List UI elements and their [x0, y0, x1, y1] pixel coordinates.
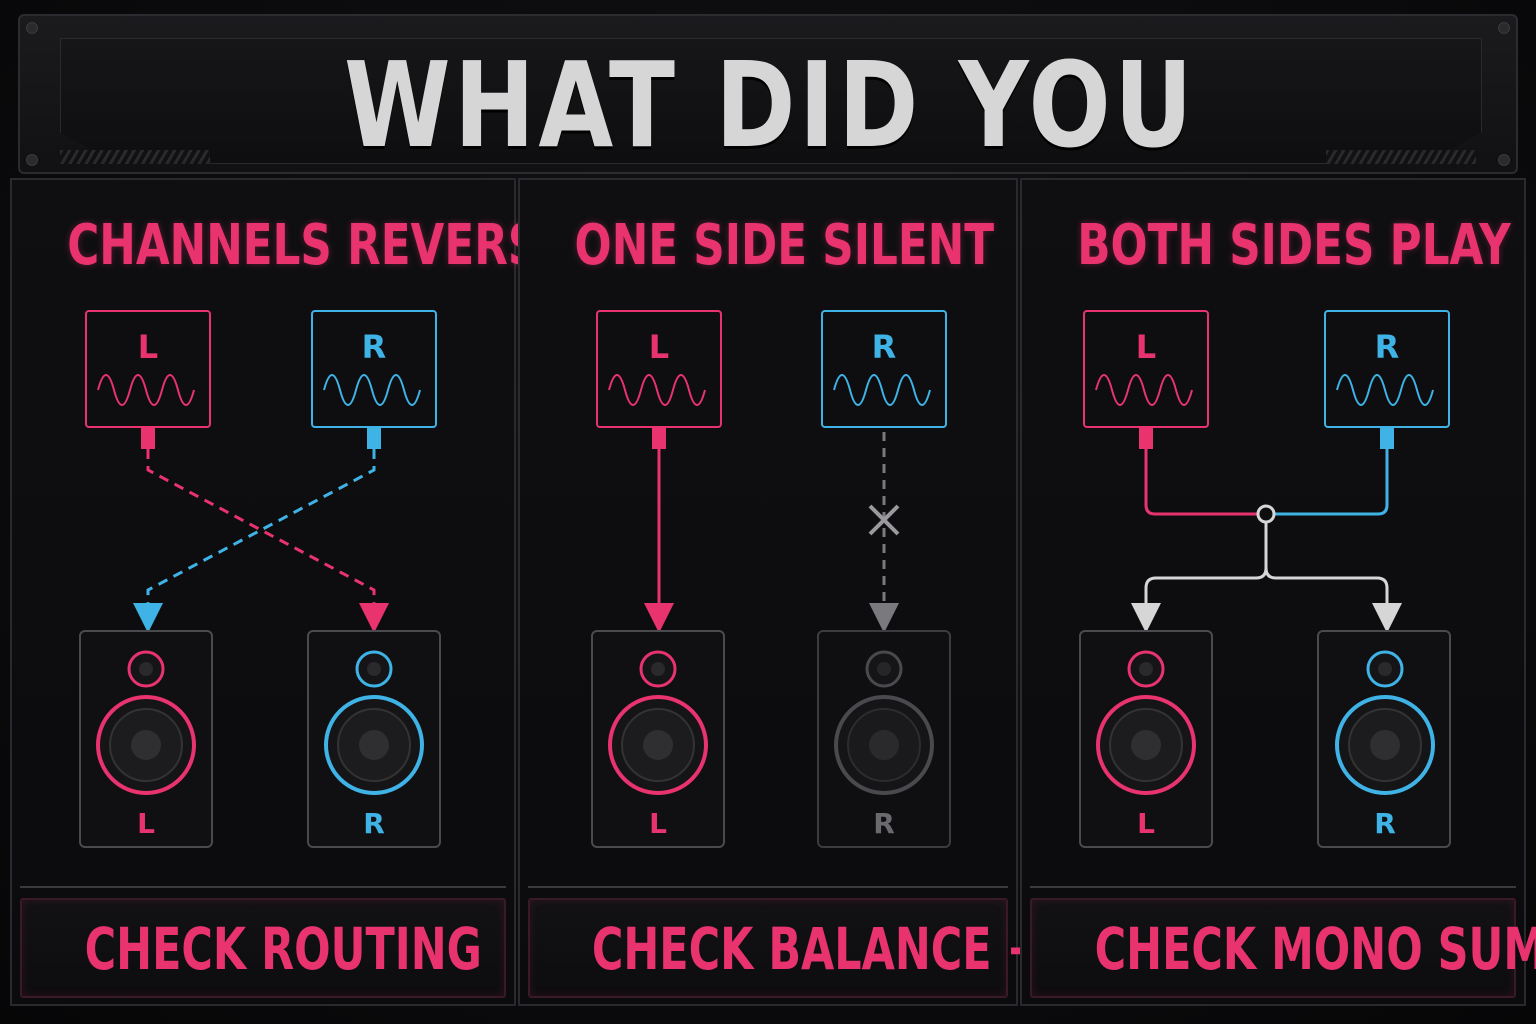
speaker-left-label: L — [1137, 807, 1155, 840]
screw-icon — [26, 22, 38, 34]
source-right-box — [821, 310, 947, 428]
plug-icon — [367, 427, 381, 449]
source-left-label: L — [649, 328, 669, 366]
speaker-left-label: L — [649, 807, 667, 840]
source-left-label: L — [1136, 328, 1156, 366]
panel-both-sides-play: BOTH SIDES PLAY L R L — [1020, 178, 1536, 1006]
plug-icon — [1380, 427, 1394, 449]
screw-icon — [1498, 22, 1510, 34]
cable-sum-to-left — [1131, 522, 1268, 633]
action-label: CHECK ROUTING — [84, 915, 482, 983]
panel-channels-reversed: CHANNELS REVERSED L R — [10, 178, 605, 1006]
speaker-left-icon — [79, 630, 213, 848]
screw-icon — [26, 154, 38, 166]
screw-icon — [1498, 154, 1510, 166]
speaker-right-silent-icon — [817, 630, 951, 848]
divider — [20, 886, 506, 888]
divider — [528, 886, 1008, 888]
cable-right-to-left-speaker — [133, 449, 376, 633]
panel-one-side-silent: ONE SIDE SILENT L R — [518, 178, 1212, 1006]
source-right-label: R — [1375, 328, 1400, 366]
routing-diagram: L R L R — [79, 310, 441, 848]
waveform-icon — [97, 374, 195, 406]
speaker-right-icon — [1317, 630, 1451, 848]
plug-icon — [652, 427, 666, 449]
waveform-icon — [323, 374, 421, 406]
source-right-box — [311, 310, 437, 449]
source-left-box — [1083, 310, 1209, 449]
speaker-right-label: R — [1374, 807, 1396, 840]
plug-icon — [1139, 427, 1153, 449]
speaker-left-icon — [1079, 630, 1213, 848]
title-plate — [60, 38, 1482, 164]
speaker-right-label: R — [873, 807, 895, 840]
source-right-label: R — [362, 328, 387, 366]
source-right-label: R — [872, 328, 897, 366]
plug-icon — [141, 427, 155, 449]
panel-title: ONE SIDE SILENT — [574, 213, 995, 278]
divider — [1030, 886, 1516, 888]
speaker-left-label: L — [137, 807, 155, 840]
source-left-box — [85, 310, 211, 449]
routing-diagram: L R L R — [1079, 310, 1451, 848]
source-right-box — [1324, 310, 1450, 449]
panel-title: BOTH SIDES PLAY — [1077, 213, 1511, 278]
vent-grille — [60, 150, 210, 164]
source-left-box — [596, 310, 722, 449]
action-label: CHECK BALANCE + CABLE — [591, 915, 1212, 983]
action-label: CHECK MONO SUM — [1094, 915, 1536, 983]
waveform-icon — [1095, 374, 1193, 406]
waveform-icon — [833, 374, 931, 406]
speaker-right-icon — [307, 630, 441, 848]
action-box: CHECK ROUTING — [20, 898, 506, 998]
waveform-icon — [1336, 374, 1434, 406]
cable-sum-to-right — [1264, 567, 1402, 633]
routing-diagram: L R L R — [591, 310, 951, 848]
cable-left-to-sum — [1144, 449, 1258, 516]
speaker-left-icon — [591, 630, 725, 848]
cable-left-to-right-speaker — [146, 449, 389, 633]
broken-x-icon — [868, 504, 900, 536]
cable-right-to-sum — [1274, 449, 1389, 516]
mono-sum-node-icon — [1256, 504, 1276, 524]
action-box: CHECK BALANCE + CABLE — [528, 898, 1212, 998]
speaker-right-label: R — [363, 807, 385, 840]
vent-grille — [1326, 150, 1476, 164]
waveform-icon — [608, 374, 706, 406]
title-banner: WHAT DID YOU HEAR? — [18, 14, 1518, 300]
source-left-label: L — [138, 328, 158, 366]
action-box: CHECK MONO SUM — [1030, 898, 1536, 998]
